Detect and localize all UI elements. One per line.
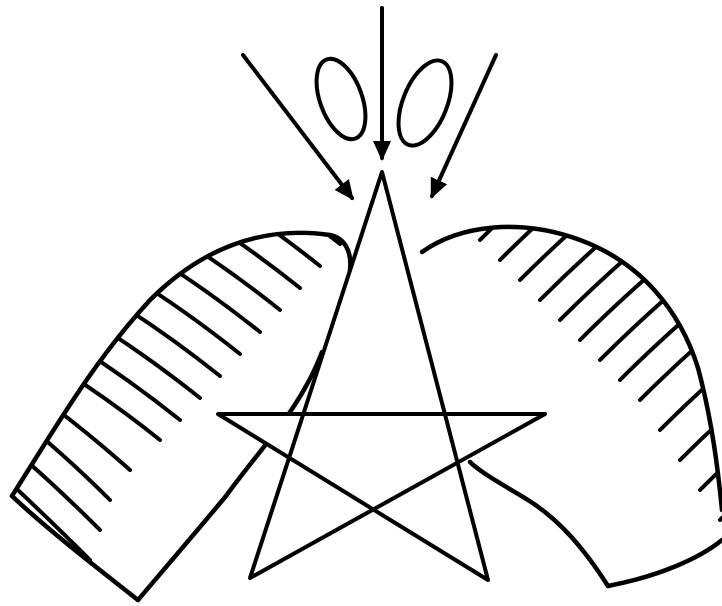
arrow-left xyxy=(243,55,352,198)
oval-left xyxy=(307,52,375,145)
oval-right xyxy=(388,53,463,153)
arrow-right xyxy=(432,55,496,196)
pentagram-star xyxy=(218,172,545,580)
